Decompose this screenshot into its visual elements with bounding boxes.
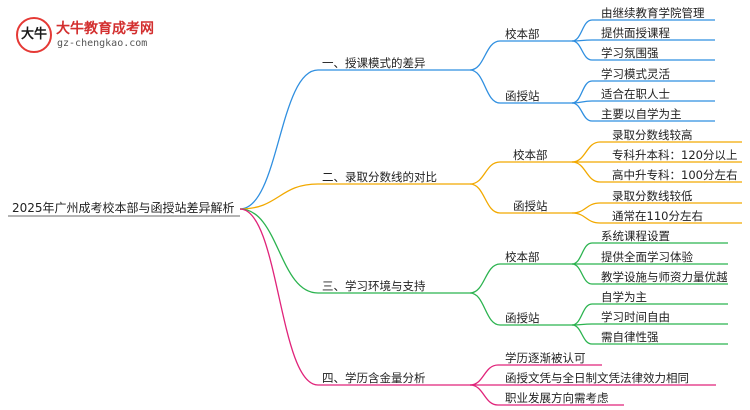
group-connector [469, 183, 501, 214]
leaf-item: 职业发展方向需考虑 [505, 391, 609, 405]
logo-site-name: 大牛教育成考网 [56, 21, 154, 37]
leaf-connector [571, 324, 593, 345]
leaf-connector [571, 303, 593, 326]
site-logo: 大牛 大牛教育成考网 gz-chengkao.com [16, 16, 156, 56]
leaf-item: 函授文凭与全日制文凭法律效力相同 [505, 371, 689, 385]
branch-connector [239, 183, 319, 210]
branch-label: 一、授课模式的差异 [322, 56, 426, 70]
group-connector [469, 161, 501, 185]
branch-label: 二、录取分数线的对比 [322, 170, 437, 184]
leaf-connector [571, 212, 601, 224]
leaf-item: 由继续教育学院管理 [601, 6, 705, 20]
leaf-item: 录取分数线较高 [612, 128, 693, 142]
group-connector [469, 40, 501, 71]
leaf-item: 学习时间自由 [601, 310, 670, 324]
leaf-item: 学习氛围强 [601, 46, 659, 60]
logo-mark-icon: 大牛 [16, 17, 52, 53]
leaf-item: 学历逐渐被认可 [505, 351, 586, 365]
leaf-item: 自学为主 [601, 290, 647, 304]
leaf-connector [571, 141, 601, 163]
leaf-item: 高中升专科：100分左右 [612, 168, 738, 182]
leaf-connector [571, 80, 593, 104]
group-connector [469, 263, 501, 294]
group-label: 校本部 [505, 250, 540, 264]
group-label: 函授站 [513, 199, 548, 213]
root-topic: 2025年广州成考校本部与函授站差异解析 [12, 201, 235, 215]
leaf-item: 教学设施与师资力量优越 [601, 270, 728, 284]
group-connector [469, 69, 501, 104]
group-label: 校本部 [513, 148, 548, 162]
branch-label: 四、学历含金量分析 [322, 371, 426, 385]
leaf-item: 主要以自学为主 [601, 107, 682, 121]
leaf-item: 适合在职人士 [601, 87, 670, 101]
leaf-connector [571, 40, 593, 61]
branch-label: 三、学习环境与支持 [322, 279, 426, 293]
leaf-item: 提供全面学习体验 [601, 250, 693, 264]
leaf-item: 通常在110分左右 [612, 209, 703, 223]
leaf-item: 系统课程设置 [601, 229, 670, 243]
group-label: 校本部 [505, 27, 540, 41]
group-connector [469, 292, 501, 326]
leaf-connector [469, 364, 499, 386]
group-label: 函授站 [505, 89, 540, 103]
branch-connector [239, 69, 319, 210]
leaf-connector [571, 161, 601, 183]
leaf-item: 录取分数线较低 [612, 189, 693, 203]
leaf-item: 专科升本科：120分以上 [612, 148, 738, 162]
leaf-item: 提供面授课程 [601, 26, 670, 40]
leaf-item: 需自律性强 [601, 330, 659, 344]
leaf-connector [571, 102, 593, 122]
leaf-connector [571, 263, 593, 285]
leaf-connector [469, 384, 499, 406]
logo-site-url: gz-chengkao.com [57, 38, 148, 49]
leaf-item: 学习模式灵活 [601, 67, 670, 81]
leaf-connector [571, 19, 593, 42]
group-label: 函授站 [505, 311, 540, 325]
branch-connector [239, 208, 319, 294]
leaf-connector [571, 202, 601, 214]
branch-connector [239, 208, 319, 386]
leaf-connector [571, 242, 593, 265]
